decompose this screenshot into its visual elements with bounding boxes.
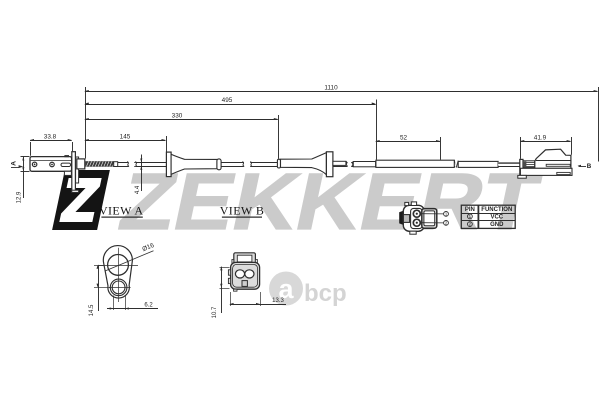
svg-text:12.9: 12.9 — [16, 191, 22, 203]
svg-text:bcp: bcp — [304, 280, 347, 307]
svg-text:GND: GND — [490, 222, 504, 228]
svg-text:PIN: PIN — [465, 207, 475, 213]
svg-text:B: B — [587, 163, 592, 170]
svg-text:2: 2 — [445, 220, 448, 225]
svg-text:52: 52 — [400, 135, 408, 142]
svg-text:6.2: 6.2 — [144, 302, 153, 308]
svg-text:495: 495 — [222, 97, 233, 104]
svg-text:33.8: 33.8 — [44, 134, 57, 141]
svg-text:13.3: 13.3 — [272, 298, 284, 304]
svg-text:Ø16: Ø16 — [141, 242, 155, 253]
svg-text:a: a — [278, 274, 294, 304]
svg-text:FUNCTION: FUNCTION — [481, 207, 512, 213]
svg-text:14.5: 14.5 — [89, 304, 95, 316]
svg-text:145: 145 — [120, 134, 131, 141]
svg-text:10.7: 10.7 — [212, 306, 218, 318]
svg-text:4.4: 4.4 — [135, 185, 141, 194]
svg-text:VCC: VCC — [490, 215, 503, 221]
svg-text:A: A — [11, 161, 18, 166]
svg-text:VIEW A: VIEW A — [99, 203, 144, 217]
svg-text:1: 1 — [469, 214, 472, 219]
svg-text:2: 2 — [469, 222, 472, 227]
svg-text:1: 1 — [445, 211, 448, 216]
svg-text:1110: 1110 — [324, 85, 338, 92]
svg-text:330: 330 — [172, 113, 183, 120]
svg-text:VIEW B: VIEW B — [220, 203, 265, 217]
svg-text:41.9: 41.9 — [534, 135, 547, 142]
